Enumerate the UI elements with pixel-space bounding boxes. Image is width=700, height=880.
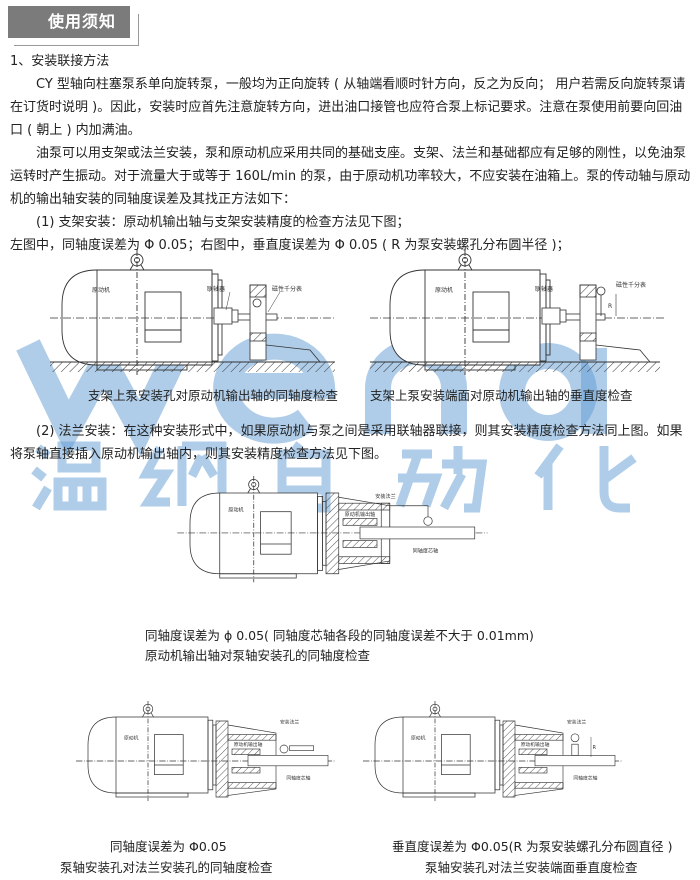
caption-bracket-perpendicular: 支架上泵安装端面对原动机输出轴的垂直度检查: [370, 388, 633, 403]
section-1-text: 1、安装联接方法 CY 型轴向柱塞泵系单向旋转泵，一般均为正向旋转 ( 从轴端看…: [10, 50, 695, 257]
header-tab: 使用须知: [8, 6, 130, 38]
label-flange: 安装法兰: [375, 493, 395, 500]
page-title: 使用须知: [48, 12, 117, 31]
label-flange-5: 安装法兰: [567, 718, 586, 725]
label-mandrel: 同轴度芯轴: [413, 548, 438, 555]
label-coupling-2: 联轴器: [535, 285, 553, 293]
caption-bottom-left-2: 泵轴安装孔对法兰安装孔的同轴度检查: [60, 860, 273, 875]
label-motor-5: 原动机: [411, 734, 426, 741]
caption-bracket-coaxial: 支架上泵安装孔对原动机输出轴的同轴度检查: [88, 388, 339, 403]
caption-bottom-right-2: 泵轴安装孔对法兰安装端面垂直度检查: [425, 860, 638, 875]
caption-bottom-right-1: 垂直度误差为 Φ0.05(R 为泵安装螺孔分布圆直径 ): [392, 839, 673, 854]
label-coupling: 联轴器: [207, 285, 225, 293]
paragraph-mounting: 油泵可以用支架或法兰安装，泵和原动机应采用共同的基础支座。支架、法兰和基础都应有…: [10, 146, 691, 207]
diagram-flange-bottom-right: R 原动机 安装法兰 原动机输出轴 同轴度芯轴: [362, 700, 624, 802]
caption-flange-1: 同轴度误差为 ϕ 0.05( 同轴度芯轴各段的同轴度误差不大于 0.01mm): [145, 628, 534, 643]
label-dial-indicator-2: 磁性千分表: [616, 281, 646, 289]
item-bracket-mounting: (1) 支架安装：原动机输出轴与支架安装精度的检查方法见下图；: [36, 215, 410, 230]
diagram-bracket-coaxial: 原动机 联轴器 磁性千分表: [50, 249, 335, 376]
label-motor-4: 原动机: [124, 734, 139, 741]
label-motor: 原动机: [92, 286, 110, 294]
diagram-bracket-perpendicular: R 原动机 联轴器 磁性千分表: [370, 249, 665, 376]
label-motor-3: 原动机: [228, 507, 243, 514]
label-r-2: R: [593, 745, 597, 751]
label-motor-2: 原动机: [435, 286, 453, 294]
caption-flange-2: 原动机输出轴对泵轴安装孔的同轴度检查: [145, 648, 371, 663]
label-output-shaft-4: 原动机输出轴: [234, 741, 263, 748]
caption-bottom-left-1: 同轴度误差为 Φ0.05: [110, 839, 227, 854]
label-flange-4: 安装法兰: [280, 718, 299, 725]
label-dial-indicator: 磁性千分表: [272, 285, 302, 293]
section-flange-text: (2) 法兰安装：在这种安装形式中，如果原动机与泵之间是采用联轴器联接，则其安装…: [10, 420, 695, 466]
label-r-1: R: [608, 303, 612, 310]
label-output-shaft-5: 原动机输出轴: [521, 741, 550, 748]
section-heading: 1、安装联接方法: [10, 54, 110, 69]
diagram-flange-coaxial: 原动机 安装法兰 原动机输出轴 同轴度芯轴: [177, 475, 488, 583]
label-mandrel-5: 同轴度芯轴: [573, 774, 597, 781]
diagram-flange-bottom-left: 原动机 安装法兰 原动机输出轴 同轴度芯轴: [75, 700, 337, 802]
header-tab-outline: [14, 14, 139, 46]
paragraph-rotation: CY 型轴向柱塞泵系单向旋转泵，一般均为正向旋转 ( 从轴端看顺时针方向，反之为…: [10, 77, 686, 138]
label-mandrel-4: 同轴度芯轴: [286, 774, 310, 781]
item-bracket-note: 左图中，同轴度误差为 Φ 0.05；右图中，垂直度误差为 Φ 0.05 ( R …: [10, 238, 570, 253]
label-output-shaft: 原动机输出轴: [345, 511, 376, 518]
item-flange-mounting: (2) 法兰安装：在这种安装形式中，如果原动机与泵之间是采用联轴器联接，则其安装…: [10, 424, 683, 462]
